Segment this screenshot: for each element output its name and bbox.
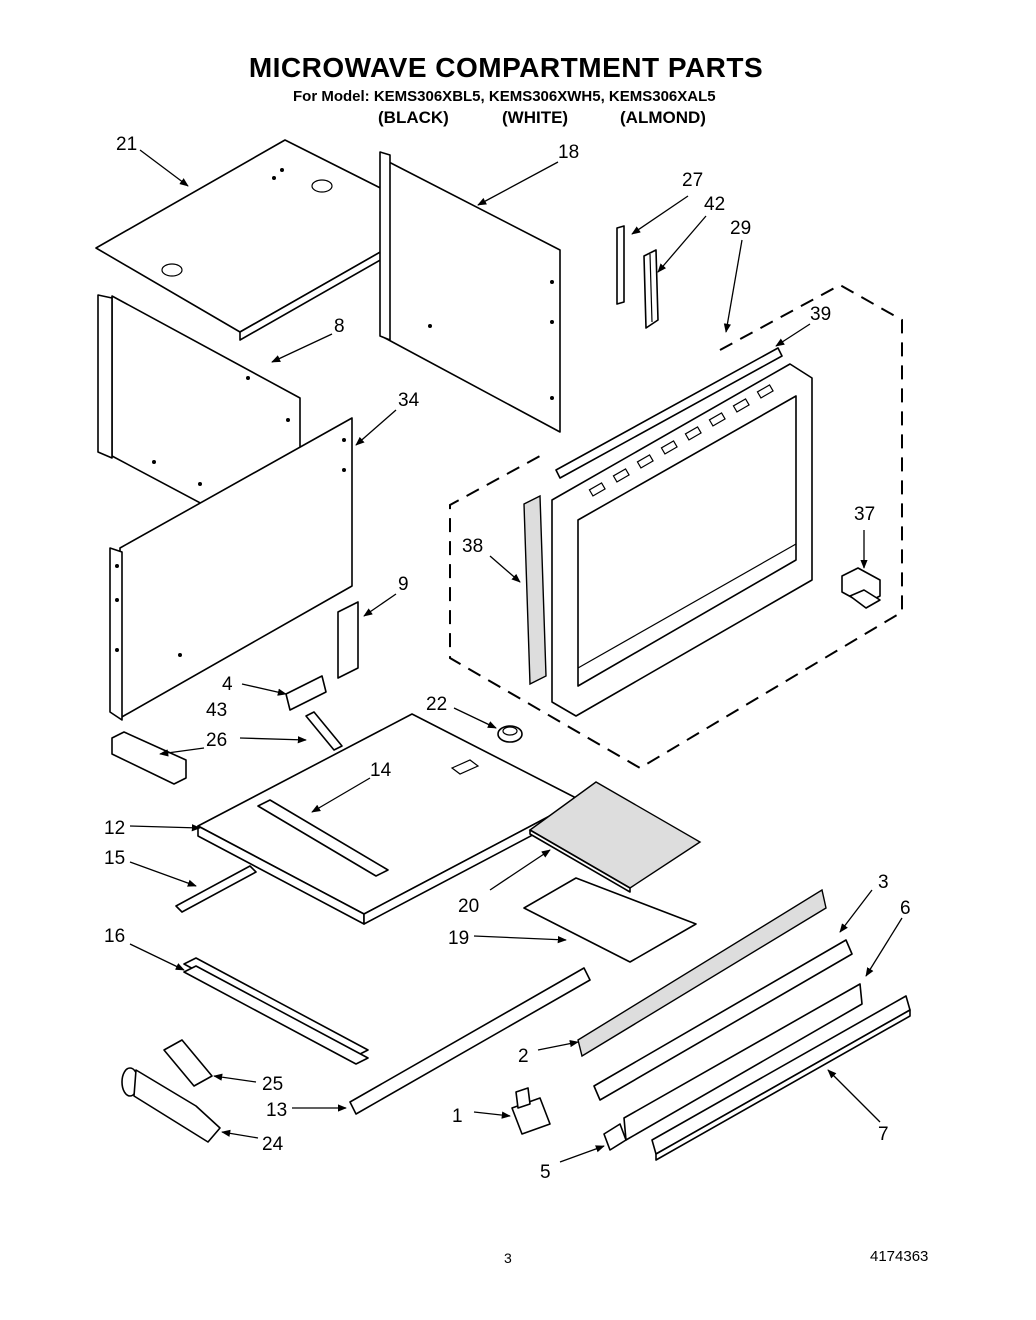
part-22-grommet bbox=[497, 725, 523, 743]
part-3-trim bbox=[593, 939, 853, 1101]
part-38-gasket bbox=[523, 494, 547, 686]
part-6-trim bbox=[623, 983, 863, 1141]
part-16-channel bbox=[183, 957, 369, 1065]
callout-15: 15 bbox=[104, 848, 125, 869]
part-5-end-cap bbox=[603, 1123, 627, 1151]
callout-1: 1 bbox=[452, 1106, 463, 1127]
part-1-clip bbox=[511, 1087, 551, 1135]
callout-24: 24 bbox=[262, 1134, 284, 1155]
part-2-perforated-strip bbox=[577, 888, 827, 1058]
part-20-filter bbox=[528, 781, 702, 893]
part-39-strip bbox=[555, 347, 783, 479]
callout-18: 18 bbox=[558, 142, 579, 163]
part-9-plate bbox=[337, 601, 359, 679]
callout-2: 2 bbox=[518, 1046, 529, 1067]
document-number: 4174363 bbox=[870, 1248, 929, 1265]
callout-8: 8 bbox=[334, 316, 345, 337]
part-4-bracket bbox=[285, 675, 327, 711]
callout-42: 42 bbox=[704, 194, 725, 215]
door-frame bbox=[551, 363, 813, 717]
callout-9: 9 bbox=[398, 574, 409, 595]
callout-43: 43 bbox=[206, 700, 227, 721]
part-27-strip bbox=[616, 225, 625, 305]
page-number: 3 bbox=[504, 1250, 512, 1266]
part-15-rail bbox=[175, 865, 257, 913]
callout-34: 34 bbox=[398, 390, 420, 411]
part-7-rail bbox=[651, 995, 911, 1161]
part-42-strip bbox=[643, 249, 659, 329]
callout-19: 19 bbox=[448, 928, 469, 949]
callout-21: 21 bbox=[116, 134, 137, 155]
part-14-rail bbox=[257, 799, 389, 877]
callout-16: 16 bbox=[104, 926, 125, 947]
callout-20: 20 bbox=[458, 896, 479, 917]
callout-4: 4 bbox=[222, 674, 233, 695]
callout-13: 13 bbox=[266, 1100, 287, 1121]
part-24-duct bbox=[121, 1067, 221, 1143]
leader-lines bbox=[129, 149, 903, 1163]
color-white-label: (WHITE) bbox=[502, 108, 569, 127]
part-43-connector bbox=[111, 731, 187, 785]
callout-3: 3 bbox=[878, 872, 889, 893]
part-29-frame-assembly-boundary bbox=[449, 283, 903, 770]
callout-37: 37 bbox=[854, 504, 875, 525]
part-19-sheet bbox=[523, 877, 697, 963]
callout-22: 22 bbox=[426, 694, 447, 715]
part-37-block bbox=[841, 567, 881, 609]
callout-38: 38 bbox=[462, 536, 483, 557]
callout-5: 5 bbox=[540, 1162, 551, 1183]
model-line: For Model: KEMS306XBL5, KEMS306XWH5, KEM… bbox=[293, 88, 716, 105]
callout-39: 39 bbox=[810, 304, 831, 325]
color-almond-label: (ALMOND) bbox=[620, 108, 706, 127]
part-13-rail bbox=[349, 967, 591, 1115]
part-25-bracket bbox=[163, 1039, 213, 1087]
part-26-rod bbox=[305, 711, 343, 751]
callout-26: 26 bbox=[206, 730, 227, 751]
part-12-base-plate bbox=[197, 713, 581, 925]
callout-labels: 21 18 27 42 29 39 8 34 37 38 9 4 22 43 2… bbox=[104, 134, 911, 1183]
part-18-side-panel bbox=[379, 151, 561, 433]
part-34-back-panel bbox=[109, 417, 353, 721]
callout-14: 14 bbox=[370, 760, 392, 781]
callout-29: 29 bbox=[730, 218, 751, 239]
callout-12: 12 bbox=[104, 818, 125, 839]
callout-6: 6 bbox=[900, 898, 911, 919]
callout-7: 7 bbox=[878, 1124, 889, 1145]
page-title: MICROWAVE COMPARTMENT PARTS bbox=[248, 52, 764, 83]
callout-25: 25 bbox=[262, 1074, 283, 1095]
color-black-label: (BLACK) bbox=[378, 108, 449, 127]
callout-27: 27 bbox=[682, 170, 703, 191]
